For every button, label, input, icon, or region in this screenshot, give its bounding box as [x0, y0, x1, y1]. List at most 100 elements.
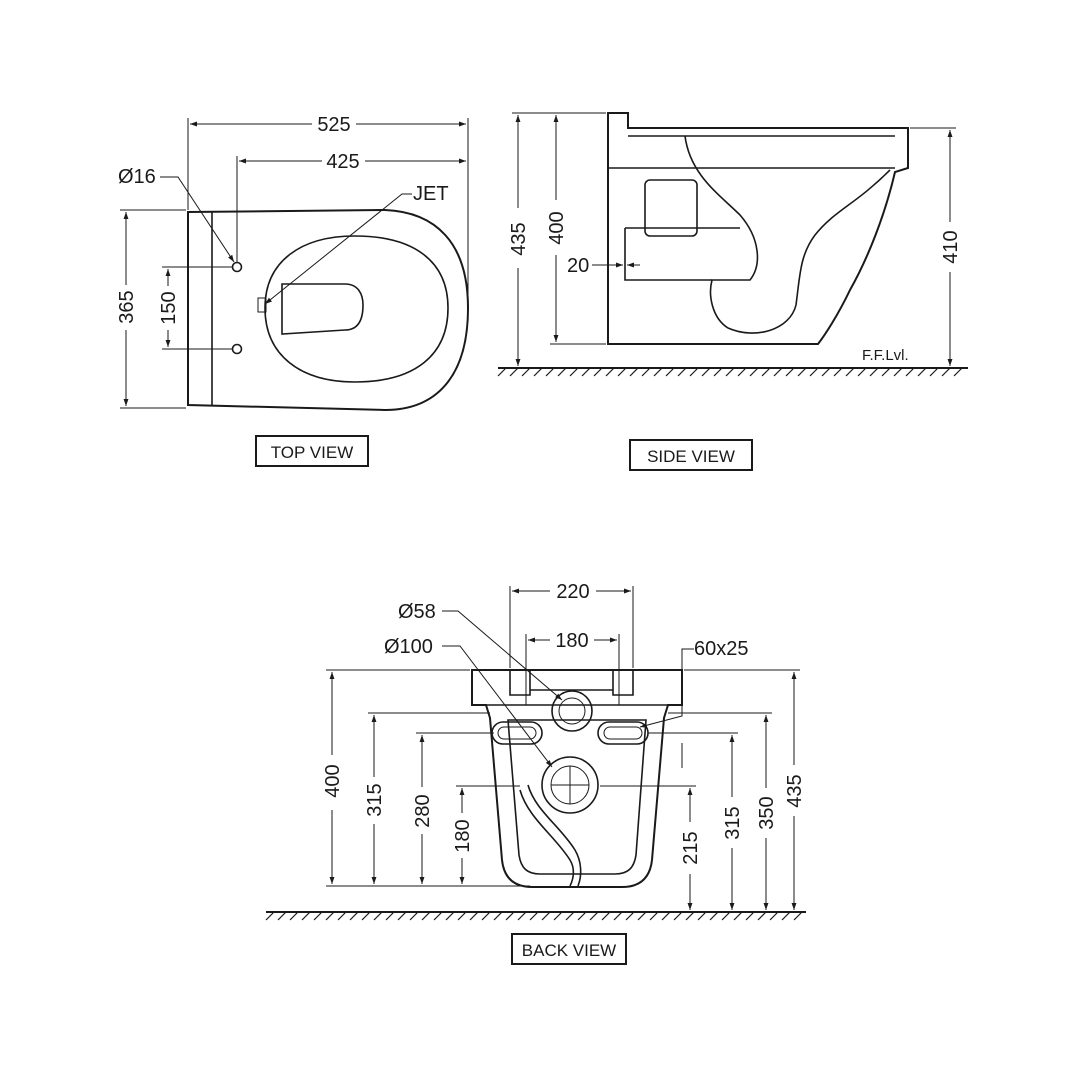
floor-hatch-line — [613, 911, 623, 921]
floor-hatch-line — [469, 911, 479, 921]
floor-hatch-line — [781, 911, 791, 921]
top-view-label-box — [255, 435, 369, 467]
dim-400-back: 400 — [322, 764, 344, 797]
floor-hatch-line — [737, 367, 747, 377]
floor-hatch-line — [529, 911, 539, 921]
top-view: 525 425 Ø16 JET 365 150 TOP VIEW — [116, 114, 470, 467]
floor-hatch-line — [797, 367, 807, 377]
dim-60x25: 60x25 — [694, 638, 749, 660]
floor-hatch-line — [745, 911, 755, 921]
back-view-inner — [507, 719, 647, 875]
floor-hatch-line — [649, 911, 659, 921]
floor-hatch-line — [697, 911, 707, 921]
floor-hatch-line — [265, 911, 275, 921]
dim-180-left: 180 — [452, 819, 474, 852]
dim-525: 525 — [317, 114, 350, 136]
floor-hatch-line — [593, 367, 603, 377]
floor-hatch-line — [941, 367, 951, 377]
floor-hatch-line — [577, 911, 587, 921]
floor-hatch-line — [665, 367, 675, 377]
floor-hatch-line — [289, 911, 299, 921]
floor-hatch-line — [533, 367, 543, 377]
floor-hatch-line — [661, 911, 671, 921]
floor-hatch-line — [509, 367, 519, 377]
dim-150: 150 — [158, 291, 180, 324]
floor-hatch-line — [557, 367, 567, 377]
floor-hatch-line — [517, 911, 527, 921]
floor-hatch-line — [497, 367, 507, 377]
outlet-100 — [541, 756, 599, 814]
dim-dia58: Ø58 — [398, 601, 436, 623]
floor-hatch-line — [397, 911, 407, 921]
floor-hatch-line — [845, 367, 855, 377]
floor-hatch-line — [617, 367, 627, 377]
floor-hatch-line — [373, 911, 383, 921]
floor-hatch-line — [481, 911, 491, 921]
dim-365: 365 — [116, 290, 138, 323]
floor-hatch-line — [785, 367, 795, 377]
floor-hatch-line — [689, 367, 699, 377]
floor-hatch-line — [857, 367, 867, 377]
floor-hatch-line — [881, 367, 891, 377]
floor-hatch-line — [953, 367, 963, 377]
floor-hatch-line — [629, 367, 639, 377]
floor-hatch-line — [301, 911, 311, 921]
floor-hatch-line — [713, 367, 723, 377]
floor-hatch-line — [325, 911, 335, 921]
floor-hatch-line — [565, 911, 575, 921]
floor-hatch-line — [869, 367, 879, 377]
floor-hatch-line — [673, 911, 683, 921]
floor-hatch-line — [457, 911, 467, 921]
floor-hatch-line — [409, 911, 419, 921]
top-view-label: TOP VIEW — [271, 443, 354, 462]
floor-hatch-line — [773, 367, 783, 377]
fixing-hole-upper — [231, 261, 243, 273]
floor-hatch-line — [541, 911, 551, 921]
back-view-label: BACK VIEW — [522, 941, 616, 960]
floor-hatch-line — [569, 367, 579, 377]
floor-hatch-line — [445, 911, 455, 921]
side-view: 435 400 20 410 F.F.Lvl. SIDE VIEW — [497, 112, 968, 471]
floor-hatch-line — [833, 367, 843, 377]
floor-hatch-line — [677, 367, 687, 377]
back-view-label-box — [511, 933, 627, 965]
floor-hatch-line — [337, 911, 347, 921]
side-view-label: SIDE VIEW — [647, 447, 735, 466]
dim-215: 215 — [680, 831, 702, 864]
floor-hatch-line — [701, 367, 711, 377]
back-floor-hatch — [265, 911, 803, 921]
side-view-label-box — [629, 439, 753, 471]
label-jet: JET — [413, 183, 449, 205]
floor-hatch-line — [809, 367, 819, 377]
dim-350: 350 — [756, 796, 778, 829]
back-view: 220 180 Ø58 Ø100 60x25 400 315 280 — [265, 581, 806, 965]
floor-hatch-line — [545, 367, 555, 377]
floor-hatch-line — [769, 911, 779, 921]
floor-hatch-line — [361, 911, 371, 921]
floor-hatch-line — [757, 911, 767, 921]
floor-hatch-line — [313, 911, 323, 921]
top-view-outlet — [281, 283, 364, 335]
dim-400-side: 400 — [546, 211, 568, 244]
dim-315-left: 315 — [364, 783, 386, 816]
floor-hatch-line — [605, 367, 615, 377]
dim-425: 425 — [326, 151, 359, 173]
floor-hatch-line — [905, 367, 915, 377]
floor-hatch-line — [349, 911, 359, 921]
floor-hatch-line — [749, 367, 759, 377]
slot-right — [597, 721, 649, 745]
floor-hatch-line — [493, 911, 503, 921]
floor-hatch-line — [761, 367, 771, 377]
dim-dia16: Ø16 — [118, 166, 156, 188]
dim-180-top: 180 — [555, 630, 588, 652]
floor-hatch-line — [685, 911, 695, 921]
side-view-outline — [607, 112, 909, 345]
side-view-trapway — [684, 135, 891, 334]
dim-20: 20 — [567, 255, 589, 277]
floor-hatch-line — [793, 911, 803, 921]
side-floor-hatch — [497, 367, 963, 377]
floor-hatch-line — [721, 911, 731, 921]
side-view-inlet — [644, 179, 698, 237]
floor-hatch-line — [521, 367, 531, 377]
